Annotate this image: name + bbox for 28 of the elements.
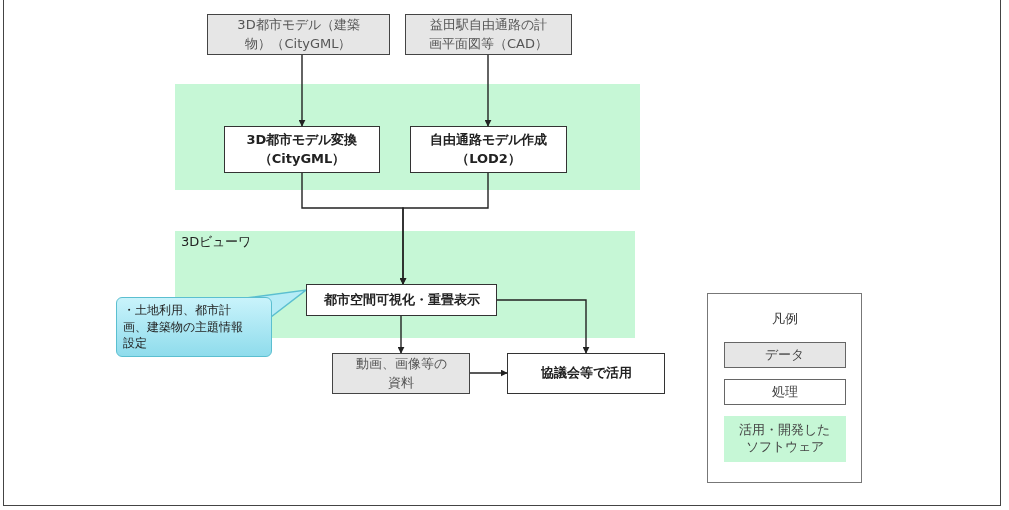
process-box: [410, 126, 567, 173]
arrow: [484, 54, 492, 127]
band-title: 3Dビューワ: [181, 233, 252, 251]
callout-bubble: [116, 297, 272, 357]
legend-title: 凡例: [771, 310, 798, 328]
process-box: [306, 284, 497, 316]
arrow: [469, 369, 508, 377]
process-box: [224, 126, 380, 173]
arrow: [496, 299, 590, 354]
node-text: ・土地利用、都市計画、建築物の主題情報設定: [123, 301, 244, 353]
legend-label: 処理: [771, 383, 798, 401]
software-band: [175, 84, 640, 190]
legend-label: 活用・開発したソフトウェア: [738, 422, 831, 456]
data-box: [207, 14, 390, 55]
node-text: 3D都市モデル変換（CityGML）: [245, 131, 359, 168]
process-box: [507, 353, 665, 394]
node-text: 協議会等で活用: [540, 364, 632, 383]
arrow: [298, 54, 306, 127]
arrow: [399, 172, 489, 285]
node-text: 都市空間可視化・重畳表示: [323, 290, 480, 309]
node-text: 3D都市モデル（建築物）（CityGML）: [236, 16, 361, 53]
data-box: [332, 353, 470, 394]
legend-label: データ: [765, 346, 804, 364]
data-box: [405, 14, 572, 55]
arrow: [397, 315, 405, 354]
node-text: 益田駅自由通路の計画平面図等（CAD）: [428, 16, 549, 53]
node-text: 自由通路モデル作成（LOD2）: [429, 131, 548, 168]
node-text: 動画、画像等の資料: [354, 355, 448, 392]
